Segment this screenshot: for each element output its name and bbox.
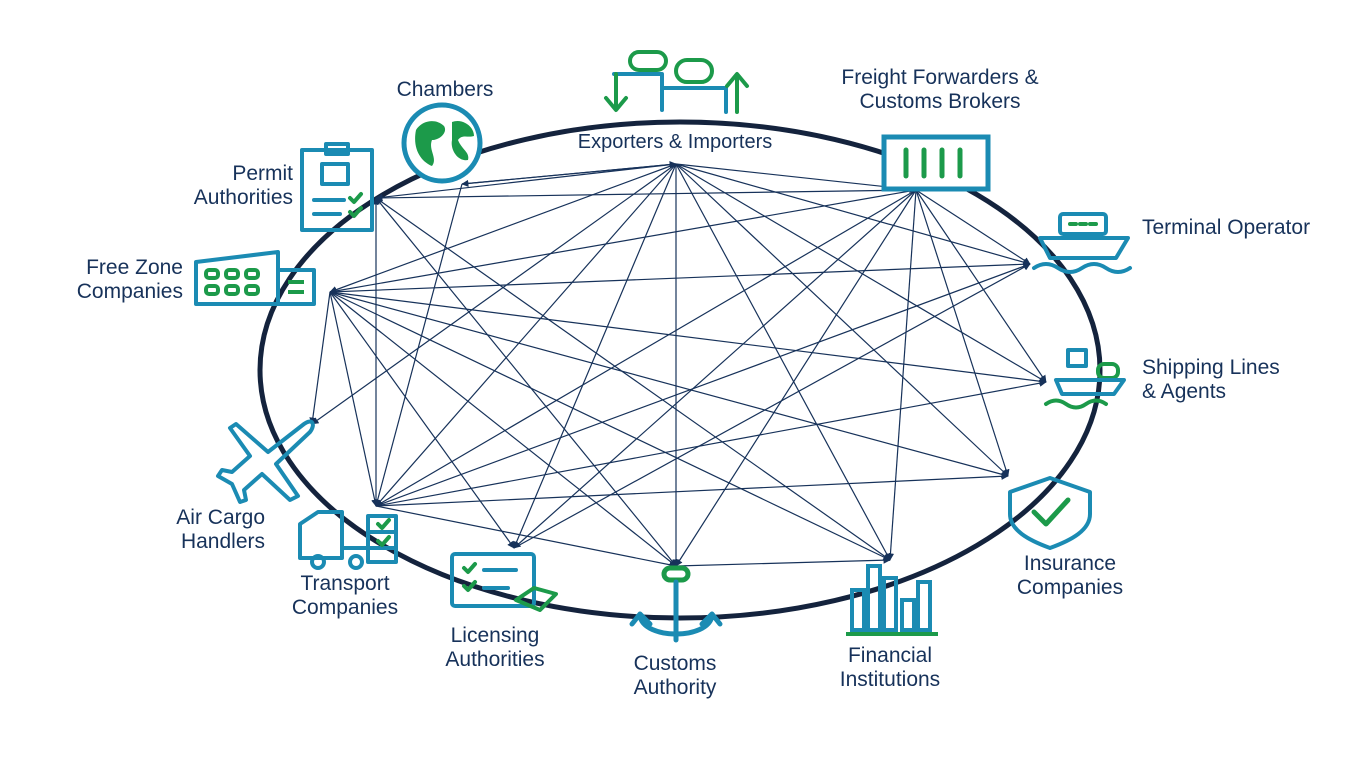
bar-chart-icon [846, 564, 938, 636]
label-line: Authorities [445, 648, 545, 671]
label-permit: Permit Authorities [150, 162, 293, 210]
connection-freezone-shipping [329, 291, 1047, 385]
connection-permit-financial [375, 197, 891, 561]
label-line: Authorities [193, 186, 293, 209]
label-freezone: Free Zone Companies [30, 256, 183, 304]
container-icon [881, 134, 991, 192]
connection-freight-licensing [513, 189, 917, 549]
label-line: Free Zone [86, 256, 183, 279]
shield-check-icon [1008, 476, 1092, 550]
connection-freight-transport [375, 189, 917, 507]
label-aircargo: Air Cargo Handlers [120, 506, 265, 554]
connection-freezone-financial [329, 291, 891, 561]
globe-icon [401, 102, 483, 184]
connection-freight-customs [675, 189, 917, 567]
connection-exporters-aircargo [311, 163, 677, 425]
connection-licensing-terminal [513, 263, 1031, 549]
label-line: Financial [847, 644, 933, 667]
connection-freight-insurance [915, 189, 1010, 477]
label-line: Authority [633, 676, 717, 699]
connection-exporters-financial [675, 163, 891, 561]
connection-chambers-transport [374, 183, 463, 507]
clipboard-icon [300, 142, 374, 232]
connection-exporters-transport [375, 163, 677, 507]
connection-freezone-insurance [329, 291, 1009, 478]
checklist-handshake-icon [450, 552, 558, 612]
label-line: Transport [300, 572, 390, 595]
connection-freight-terminal [915, 189, 1031, 265]
connection-lines [309, 161, 1047, 569]
connection-freezone-licensing [329, 291, 515, 549]
label-line: Permit [232, 162, 293, 185]
cargo-vessel-icon [1044, 348, 1126, 410]
label-financial: Financial Institutions [800, 644, 980, 692]
label-line: Terminal Operator [1142, 216, 1311, 239]
connection-exporters-terminal [675, 163, 1031, 266]
label-line: Customs Brokers [859, 90, 1021, 113]
connection-freight-freezone [329, 189, 917, 295]
label-line: Institutions [839, 668, 941, 691]
label-line: Shipping Lines [1142, 356, 1280, 379]
connection-customs-financial [675, 556, 891, 567]
label-line: Companies [291, 596, 399, 619]
people-exchange-icon [604, 50, 749, 114]
label-freight: Freight Forwarders & Customs Brokers [800, 66, 1080, 114]
label-terminal: Terminal Operator [1142, 216, 1357, 240]
anchor-icon [629, 565, 723, 643]
connection-exporters-licensing [513, 163, 677, 549]
label-line: Licensing [450, 624, 540, 647]
connection-freight-shipping [915, 189, 1047, 383]
label-line: Freight Forwarders & [841, 66, 1039, 89]
connection-freezone-transport [329, 291, 379, 507]
label-shipping: Shipping Lines & Agents [1142, 356, 1342, 404]
connection-exporters-freezone [329, 163, 677, 294]
building-icon [194, 250, 316, 306]
connection-transport-customs [375, 505, 677, 569]
connection-freight-permit [375, 189, 917, 202]
label-line: Insurance [1023, 552, 1117, 575]
connection-chambers-exporters [461, 161, 677, 185]
connection-transport-insurance [375, 472, 1009, 507]
connection-exporters-permit [375, 163, 677, 201]
connection-transport-terminal [375, 262, 1031, 507]
truck-icon [298, 510, 398, 570]
connection-customs-permit [375, 197, 677, 567]
connection-exporters-shipping [675, 163, 1047, 383]
label-line: Handlers [180, 530, 265, 553]
label-chambers: Chambers [370, 78, 520, 102]
label-line: Companies [76, 280, 183, 303]
label-licensing: Licensing Authorities [420, 624, 570, 672]
connection-freezone-terminal [329, 260, 1031, 293]
connection-freezone-aircargo [309, 291, 331, 425]
connection-freight-financial [886, 189, 917, 561]
label-line: Air Cargo [176, 506, 265, 529]
label-line: Customs [633, 652, 717, 675]
label-exporters: Exporters & Importers [560, 130, 790, 154]
label-line: Companies [1016, 576, 1124, 599]
label-transport: Transport Companies [270, 572, 420, 620]
connection-exporters-freight [675, 163, 917, 193]
label-line: Chambers [396, 78, 494, 101]
connection-transport-shipping [375, 379, 1047, 507]
connection-exporters-insurance [675, 163, 1009, 477]
ship-icon [1032, 212, 1132, 274]
label-customs: Customs Authority [600, 652, 750, 700]
label-line: Exporters & Importers [577, 131, 773, 153]
connection-freezone-customs [329, 291, 677, 567]
label-insurance: Insurance Companies [990, 552, 1150, 600]
label-line: & Agents [1142, 380, 1227, 403]
airplane-icon [216, 419, 315, 504]
